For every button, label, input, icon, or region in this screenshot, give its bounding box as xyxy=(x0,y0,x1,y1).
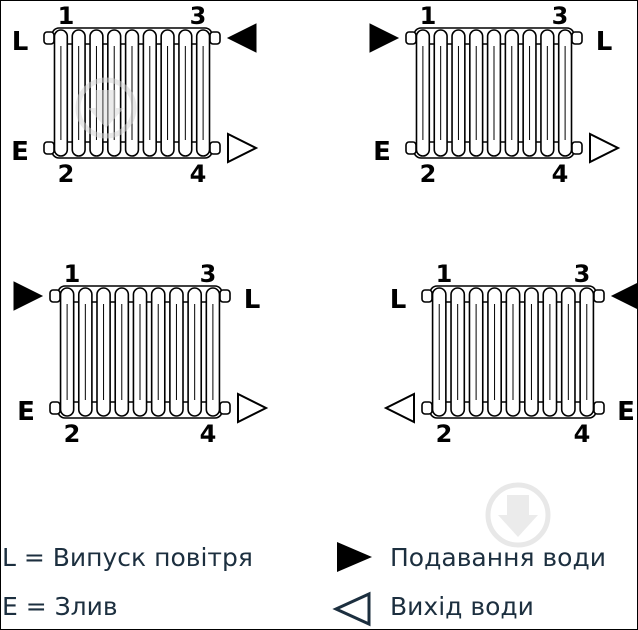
radiator-diagram-top-left: 1 3 2 4 L E xyxy=(11,2,259,188)
side-letter-label: E xyxy=(11,137,29,167)
outline-triangle-icon xyxy=(227,132,259,164)
connection-number-3: 3 xyxy=(190,2,207,30)
radiator-connection xyxy=(593,289,605,303)
legend-water-outlet: Вихід води xyxy=(390,592,534,621)
radiator-connection xyxy=(43,141,55,155)
filled-triangle-icon xyxy=(226,23,257,53)
connection-number-1: 1 xyxy=(436,260,453,288)
connection-number-1: 1 xyxy=(58,2,75,30)
download-watermark-icon xyxy=(75,77,137,139)
side-letter-label: L xyxy=(390,285,407,315)
connection-number-3: 3 xyxy=(200,260,217,288)
side-letter-label: E xyxy=(373,137,391,167)
legend-water-supply: Подавання води xyxy=(390,543,606,572)
connection-number-1: 1 xyxy=(64,260,81,288)
connection-number-1: 1 xyxy=(420,2,437,30)
side-letter-label: E xyxy=(17,397,35,427)
radiator-connection xyxy=(43,31,55,45)
side-letter-label: L xyxy=(244,285,261,315)
connection-number-4: 4 xyxy=(190,160,207,188)
legend-drain: E = Злив xyxy=(2,592,118,621)
side-letter-label: E xyxy=(617,397,635,427)
filled-triangle-icon xyxy=(13,281,44,311)
outline-triangle-icon xyxy=(237,392,269,424)
radiator-connection xyxy=(421,289,433,303)
radiator-diagram-top-right: 1 3 2 4 E L xyxy=(369,2,621,188)
connection-number-2: 2 xyxy=(420,160,437,188)
radiator-connection xyxy=(421,401,433,415)
radiator-connection xyxy=(405,141,417,155)
radiator-connection xyxy=(209,141,221,155)
radiator-connection xyxy=(571,31,583,45)
radiator-connection xyxy=(219,289,231,303)
connection-number-3: 3 xyxy=(574,260,591,288)
download-watermark-icon xyxy=(485,482,551,548)
radiator-connection xyxy=(405,31,417,45)
radiator-diagram-bottom-left: 1 3 2 4 E L xyxy=(13,260,269,448)
connection-number-4: 4 xyxy=(552,160,569,188)
radiator-diagram-bottom-right: 1 3 2 4 L E xyxy=(383,260,638,448)
filled-triangle-icon xyxy=(337,542,372,572)
legend: L = Випуск повітря E = Злив Подавання во… xyxy=(2,542,606,627)
connection-number-2: 2 xyxy=(64,420,81,448)
side-letter-label: L xyxy=(12,27,29,57)
side-letter-label: L xyxy=(596,27,613,57)
outline-triangle-icon xyxy=(383,392,415,424)
radiator-connection xyxy=(209,31,221,45)
connection-number-2: 2 xyxy=(58,160,75,188)
connection-number-4: 4 xyxy=(200,420,217,448)
legend-air-vent: L = Випуск повітря xyxy=(2,543,253,572)
radiator-connection xyxy=(49,289,61,303)
radiator-connection xyxy=(593,401,605,415)
outline-triangle-icon xyxy=(589,132,621,164)
radiator-connection xyxy=(571,141,583,155)
connection-number-2: 2 xyxy=(436,420,453,448)
outline-triangle-icon xyxy=(332,591,371,627)
connection-number-4: 4 xyxy=(574,420,591,448)
filled-triangle-icon xyxy=(610,282,638,310)
filled-triangle-icon xyxy=(369,23,400,53)
radiator-connection xyxy=(49,401,61,415)
connection-number-3: 3 xyxy=(552,2,569,30)
radiator-connection xyxy=(219,401,231,415)
